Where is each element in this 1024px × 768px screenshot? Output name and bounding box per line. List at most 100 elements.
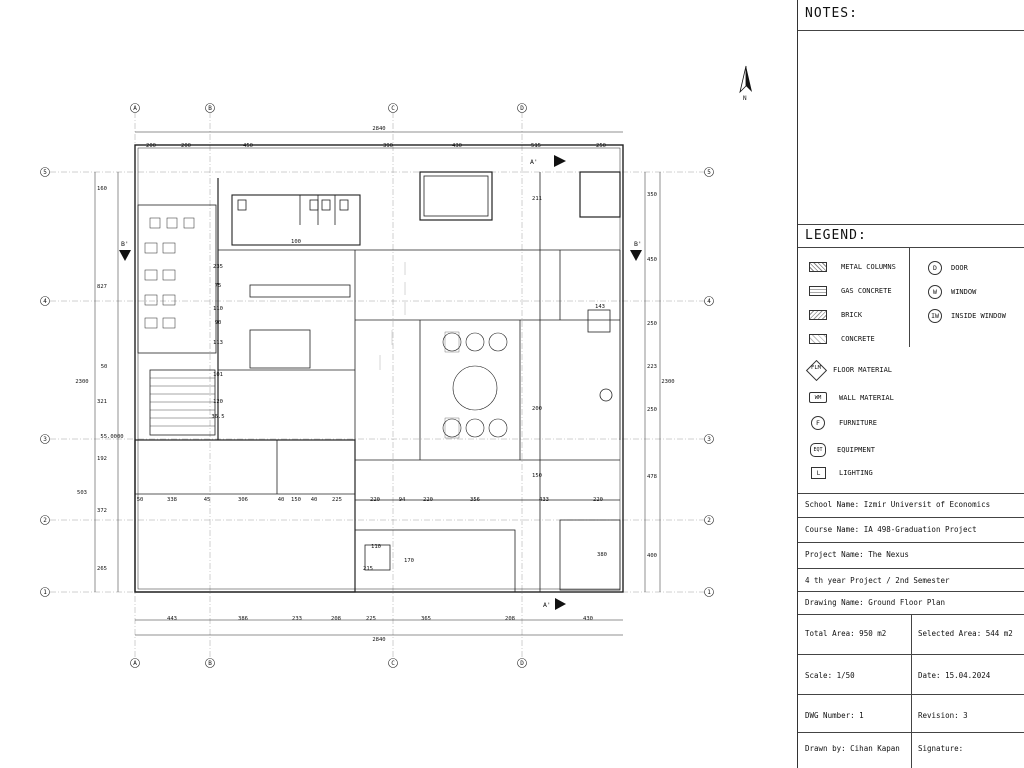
legend-window: W WINDOW [928,285,976,299]
dim-mid-6: 150 [291,497,301,503]
legend-furniture-label: FURNITURE [839,419,877,427]
dim-mid-7: 40 [311,497,318,503]
dim-misc-17: 55.0000 [100,434,123,440]
grid-row-1-right-bubble-icon [704,587,714,597]
grid-row-5-left-label: 5 [43,169,47,176]
floor-material-diamond-icon: FLM [806,360,826,380]
legend-floor-material-label: FLOOR MATERIAL [833,366,893,374]
dim-misc-10: 215 [363,566,373,572]
course-name: Course Name: IA 498-Graduation Project [805,525,977,534]
dim-top-1: 200 [146,143,156,149]
legend-furniture: F FURNITURE [811,416,877,430]
grid-row-3-left-label: 3 [43,436,47,443]
lighting-square-icon: L [811,467,826,479]
drawing-name: Drawing Name: Ground Floor Plan [805,598,945,607]
inside-window-symbol-icon: IW [928,309,942,323]
dim-mid-8: 225 [332,497,342,503]
section-arrow-bottom [555,598,566,610]
dim-left-6: 265 [97,566,107,572]
legend-title: LEGEND: [805,228,867,243]
grid-col-C-top-label: C [391,105,395,112]
dim-misc-11: 380 [597,552,607,558]
notes-title: NOTES: [805,6,858,21]
dim-right-4: 223 [647,364,657,370]
dim-top-5: 430 [452,143,462,149]
dim-misc-18: 503 [77,490,87,496]
legend-concrete-label: CONCRETE [841,335,875,343]
dim-misc-6: 101 [213,372,223,378]
grid-row-5-right-label: 5 [707,169,711,176]
dim-mid-5: 40 [278,497,285,503]
dim-mid-4: 306 [238,497,248,503]
grid-row-5-right-bubble-icon [704,167,714,177]
dwg-number: DWG Number: 1 [805,711,864,720]
door-symbol-icon: D [928,261,942,275]
year-semester: 4 th year Project / 2nd Semester [805,576,950,585]
gas-concrete-swatch-icon [809,286,827,296]
wall-material-box-icon: WM [809,392,827,403]
grid-col-D-top-label: D [520,105,524,112]
legend-metal-columns-label: METAL COLUMNS [841,263,896,271]
furniture-circle-icon: F [811,416,825,430]
grid-col-A-top-bubble-icon [130,103,140,113]
legend-brick: BRICK [809,310,862,320]
legend-metal-columns: METAL COLUMNS [809,262,896,272]
dim-misc-16: 143 [595,304,605,310]
north-label: N [743,95,747,102]
dim-overall-right: 2300 [661,379,674,385]
dim-misc-12: 170 [404,558,414,564]
grid-col-A-bottom-bubble-icon [130,658,140,668]
section-arrow-left [119,250,131,261]
floor-material-symbol: FLM [811,365,821,371]
dim-top-6: 515 [531,143,541,149]
legend-door: D DOOR [928,261,968,275]
drawn-by: Drawn by: Cihan Kapan [805,744,900,753]
dim-mid-10: 94 [399,497,406,503]
dim-overall-bottom: 2840 [372,637,385,643]
dim-overall-left: 2300 [75,379,88,385]
grid-row-4-left-label: 4 [43,298,47,305]
dim-left-3: 321 [97,399,107,405]
title-sheet: NOTES: LEGEND: METAL COLUMNS GAS CONCRET… [797,0,1024,768]
dim-left-1: 160 [97,186,107,192]
dim-right-6: 478 [647,474,657,480]
dim-top-2: 200 [181,143,191,149]
section-marker-left: B' [121,240,129,248]
dim-misc-20: 110 [371,544,381,550]
grid-row-4-right-label: 4 [707,298,711,305]
legend-gas-concrete: GAS CONCRETE [809,286,892,296]
project-name: Project Name: The Nexus [805,550,909,559]
dim-right-1: 350 [647,192,657,198]
dim-bottom-7: 208 [505,616,515,622]
dim-top-4: 390 [383,143,393,149]
scale: Scale: 1/50 [805,671,855,680]
section-marker-right: B' [634,240,642,248]
dim-bottom-2: 386 [238,616,248,622]
dim-misc-2: 75 [215,283,222,289]
dim-bottom-1: 443 [167,616,177,622]
dim-right-5: 250 [647,407,657,413]
legend-floor-material: FLM FLOOR MATERIAL [806,360,892,380]
section-marker-top: A' [530,158,538,166]
grid-col-A-bottom-label: A [133,660,137,667]
grid-row-1-left-label: 1 [43,589,47,596]
legend-equipment: EQT EQUIPMENT [810,443,875,457]
dim-mid-1: 50 [137,497,144,503]
dim-misc-3: 110 [213,306,223,312]
dim-top-3: 450 [243,143,253,149]
window-symbol-icon: W [928,285,942,299]
section-arrow-top [554,155,566,167]
dim-mid-14: 220 [593,497,603,503]
concrete-swatch-icon [809,334,827,344]
grid-row-3-right-bubble-icon [704,434,714,444]
grid-row-2-right-label: 2 [707,517,711,524]
dim-top-7: 250 [596,143,606,149]
dim-mid-11: 220 [423,497,433,503]
dim-bottom-5: 225 [366,616,376,622]
dim-misc-15: 211 [532,196,542,202]
dim-left-5: 372 [97,508,107,514]
school-name: School Name: Izmir Universit of Economic… [805,500,991,509]
dim-misc-5: 113 [213,340,223,346]
grid-row-1-left-bubble-icon [40,587,50,597]
legend-inside-window-label: INSIDE WINDOW [951,312,1006,320]
